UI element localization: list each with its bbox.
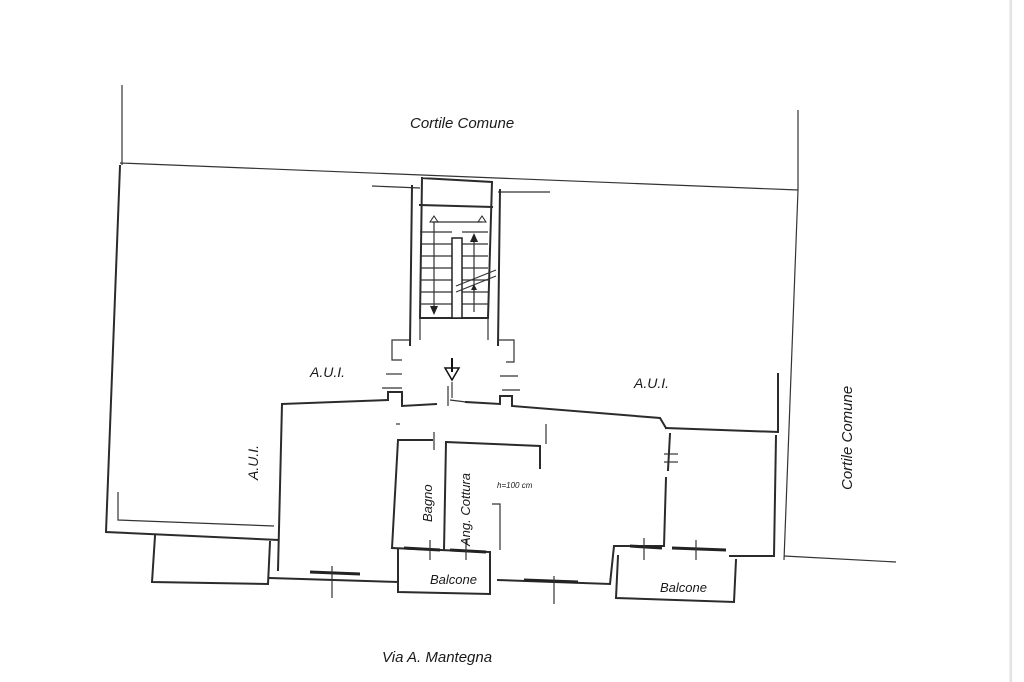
label-balcone-right: Balcone xyxy=(660,580,707,595)
label-cortile-right: Cortile Comune xyxy=(839,386,856,490)
label-cortile-top: Cortile Comune xyxy=(410,115,514,132)
apartment-walls xyxy=(268,373,780,586)
label-ang-cottura: Ang. Cottura xyxy=(458,473,473,547)
entrance-arrow-icon xyxy=(443,358,461,398)
stair-steps xyxy=(420,221,497,319)
page-edge-shadow xyxy=(1009,0,1012,682)
stair-core xyxy=(371,176,550,398)
stair-arrows xyxy=(429,215,487,315)
balconies xyxy=(397,549,738,604)
left-block-walls xyxy=(104,164,280,586)
label-bagno: Bagno xyxy=(420,484,435,522)
label-balcone-center: Balcone xyxy=(430,572,477,587)
label-aui-left: A.U.I. xyxy=(309,364,345,380)
label-aui-right: A.U.I. xyxy=(633,375,669,391)
label-street: Via A. Mantegna xyxy=(382,649,492,666)
windows xyxy=(309,386,727,604)
property-lines xyxy=(119,85,897,563)
label-aui-left-vertical: A.U.I. xyxy=(245,445,261,481)
label-height-note: h=100 cm xyxy=(497,481,533,490)
